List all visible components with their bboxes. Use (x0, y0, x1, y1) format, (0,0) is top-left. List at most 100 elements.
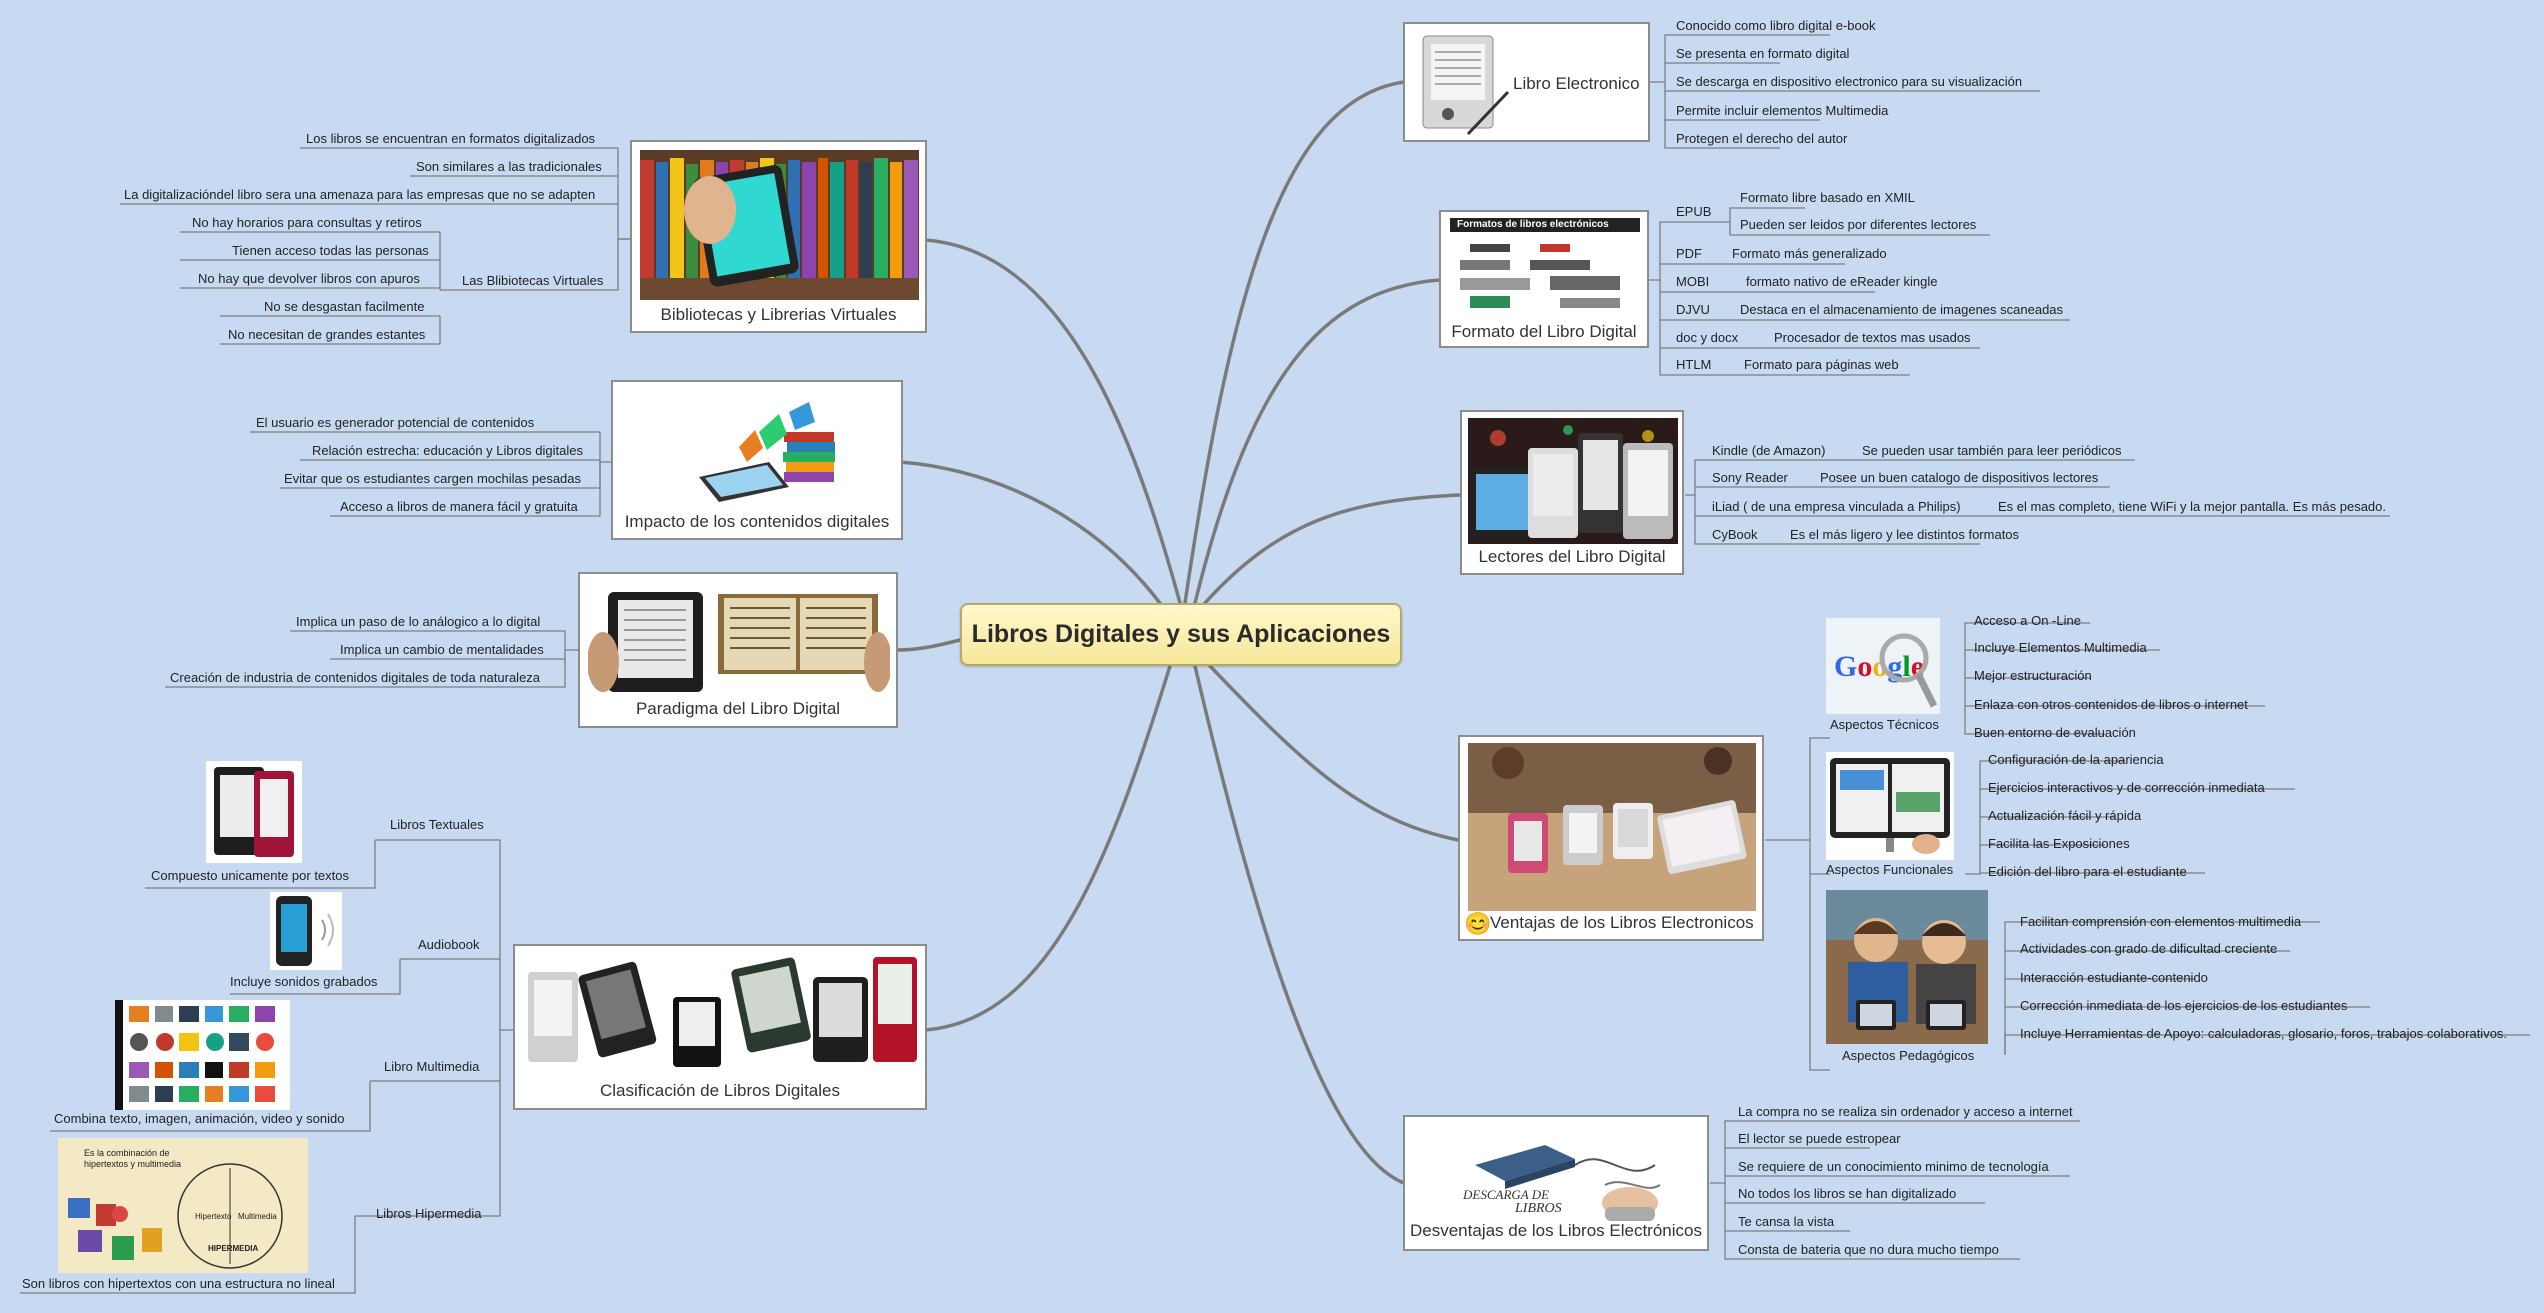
books-tablet-image (649, 392, 869, 507)
topic-title: Clasificación de Libros Digitales (599, 1081, 840, 1100)
leaf-item: Facilita las Exposiciones (1988, 836, 2130, 851)
leaf-item: Buen entorno de evaluación (1974, 725, 2136, 740)
leaf-item: Enlaza con otros contenidos de libros o … (1974, 697, 2248, 712)
leaf-item: Te cansa la vista (1738, 1214, 1835, 1229)
reader-label: Sony Reader (1712, 470, 1788, 485)
leaf-item: Los libros se encuentran en formatos dig… (306, 131, 596, 146)
subtopic-label: Aspectos Funcionales (1826, 862, 1954, 877)
reader-value: Se pueden usar también para leer periódi… (1862, 443, 2122, 458)
topic-formato[interactable]: Formatos de libros electrónicos Formato … (1439, 210, 1649, 348)
ereader-and-book-image (588, 582, 890, 697)
leaf-item: Ejercicios interactivos y de corrección … (1988, 780, 2265, 795)
subtopic-label: Libros Hipermedia (376, 1206, 482, 1221)
download-img-text-2: LIBROS (1515, 1201, 1562, 1216)
leaf-item: Incluye Elementos Multimedia (1974, 640, 2147, 655)
ereader-pen-image (1413, 32, 1513, 136)
leaf-item: No necesitan de grandes estantes (228, 327, 426, 342)
audiobook-device-image (270, 892, 342, 970)
topic-desventajas[interactable]: DESCARGA DE LIBROS Desventajas de los Li… (1403, 1115, 1709, 1251)
leaf-item: Incluye Herramientas de Apoyo: calculado… (2020, 1026, 2508, 1041)
hipermedia-img-left: Hipertexto (195, 1212, 232, 1221)
leaf-item: Protegen el derecho del autor (1676, 131, 1848, 146)
format-label: HTLM (1676, 357, 1712, 372)
format-value: Pueden ser leidos por diferentes lectore… (1740, 217, 1977, 232)
topic-title: Paradigma del Libro Digital (635, 699, 841, 718)
leaf-item: Interacción estudiante-contenido (2020, 970, 2208, 985)
format-label: DJVU (1676, 302, 1710, 317)
leaf-item: Permite incluir elementos Multimedia (1676, 103, 1889, 118)
format-value: Formato para páginas web (1744, 357, 1899, 372)
leaf-item: Creación de industria de contenidos digi… (170, 670, 541, 685)
subtopic-caption: Son libros con hipertextos con una estru… (22, 1276, 335, 1291)
leaf-item: Se requiere de un conocimiento minimo de… (1738, 1159, 2049, 1174)
leaf-item: La digitalizacióndel libro sera una amen… (124, 187, 596, 202)
central-topic[interactable]: Libros Digitales y sus Aplicaciones (960, 603, 1402, 666)
subtopic-label: Las Blibiotecas Virtuales (462, 273, 604, 288)
topic-title: Bibliotecas y Librerias Virtuales (660, 305, 897, 324)
topic-lectores[interactable]: Lectores del Libro Digital (1460, 410, 1684, 575)
reader-value: Es el más ligero y lee distintos formato… (1790, 527, 2020, 542)
leaf-item: Corrección inmediata de los ejercicios d… (2020, 998, 2348, 1013)
textual-ereader-image (206, 761, 302, 863)
leaf-item: Tienen acceso todas las personas (232, 243, 429, 258)
leaf-item: El usuario es generador potencial de con… (256, 415, 535, 430)
download-img-text-1: DESCARGA DE (1463, 1187, 1550, 1202)
google-magnifier-image: Google (1826, 618, 1940, 714)
leaf-item: Edición del libro para el estudiante (1988, 864, 2187, 879)
leaf-item: La compra no se realiza sin ordenador y … (1738, 1104, 2073, 1119)
ereader-devices-image (1468, 418, 1678, 544)
topic-ventajas[interactable]: 😊 Ventajas de los Libros Electronicos (1458, 735, 1764, 941)
leaf-item: Se presenta en formato digital (1676, 46, 1850, 61)
format-value: Formato más generalizado (1732, 246, 1887, 261)
format-label: EPUB (1676, 204, 1712, 219)
leaf-item: Configuración de la apariencia (1988, 752, 2164, 767)
topic-title: Impacto de los contenidos digitales (624, 512, 890, 531)
reader-value: Posee un buen catalogo de dispositivos l… (1820, 470, 2099, 485)
download-books-image (1455, 1125, 1665, 1223)
leaf-item: Son similares a las tradicionales (416, 159, 602, 174)
leaf-item: No todos los libros se han digitalizado (1738, 1186, 1957, 1201)
subtopic-label: Audiobook (418, 937, 480, 952)
leaf-item: No se desgastan facilmente (264, 299, 425, 314)
leaf-item: Facilitan comprensión con elementos mult… (2020, 914, 2302, 929)
tablet-touch-image (1826, 752, 1954, 860)
subtopic-label: Libro Multimedia (384, 1059, 480, 1074)
format-label: doc y docx (1676, 330, 1739, 345)
subtopic-label: Aspectos Pedagógicos (1842, 1048, 1975, 1063)
hipermedia-diagram-image: Es la combinación de hipertextos y multi… (58, 1138, 308, 1273)
leaf-item: Consta de bateria que no dura mucho tiem… (1738, 1242, 1999, 1257)
hipermedia-img-bottom: HIPERMEDIA (208, 1244, 259, 1253)
reader-label: Kindle (de Amazon) (1712, 443, 1826, 458)
subtopic-label: Aspectos Técnicos (1830, 717, 1939, 732)
leaf-item: No hay que devolver libros con apuros (198, 271, 420, 286)
topic-clasificacion[interactable]: Clasificación de Libros Digitales (513, 944, 927, 1110)
format-value: Procesador de textos mas usados (1774, 330, 1971, 345)
format-value: formato nativo de eReader kingle (1746, 274, 1938, 289)
topic-title: Libro Electronico (1513, 74, 1640, 93)
kids-with-tablets-image (1826, 890, 1988, 1044)
topic-title: Desventajas de los Libros Electrónicos (1410, 1221, 1702, 1240)
topic-bibliotecas[interactable]: Bibliotecas y Librerias Virtuales (630, 140, 927, 333)
leaf-item: El lector se puede estropear (1738, 1131, 1901, 1146)
format-label: MOBI (1676, 274, 1710, 289)
format-label: PDF (1676, 246, 1702, 261)
formats-img-title: Formatos de libros electrónicos (1457, 219, 1609, 230)
leaf-item: Acceso a libros de manera fácil y gratui… (340, 499, 578, 514)
ereaders-collection-image (523, 952, 919, 1072)
reader-value: Es el mas completo, tiene WiFi y la mejo… (1998, 499, 2386, 514)
leaf-item: Relación estrecha: educación y Libros di… (312, 443, 583, 458)
leaf-item: Actividades con grado de dificultad crec… (2020, 941, 2278, 956)
leaf-item: Se descarga en dispositivo electronico p… (1676, 74, 2023, 89)
subtopic-caption: Incluye sonidos grabados (230, 974, 378, 989)
reader-label: CyBook (1712, 527, 1758, 542)
topic-paradigma[interactable]: Paradigma del Libro Digital (578, 572, 898, 728)
topic-title: Formato del Libro Digital (1451, 322, 1637, 341)
reader-label: iLiad ( de una empresa vinculada a Phili… (1712, 499, 1961, 514)
leaf-item: Implica un cambio de mentalidades (340, 642, 544, 657)
topic-title: Ventajas de los Libros Electronicos (1490, 913, 1754, 932)
topic-impacto[interactable]: Impacto de los contenidos digitales (611, 380, 903, 540)
format-value: Destaca en el almacenamiento de imagenes… (1740, 302, 2064, 317)
topic-electronico[interactable]: Libro Electronico (1403, 22, 1650, 142)
